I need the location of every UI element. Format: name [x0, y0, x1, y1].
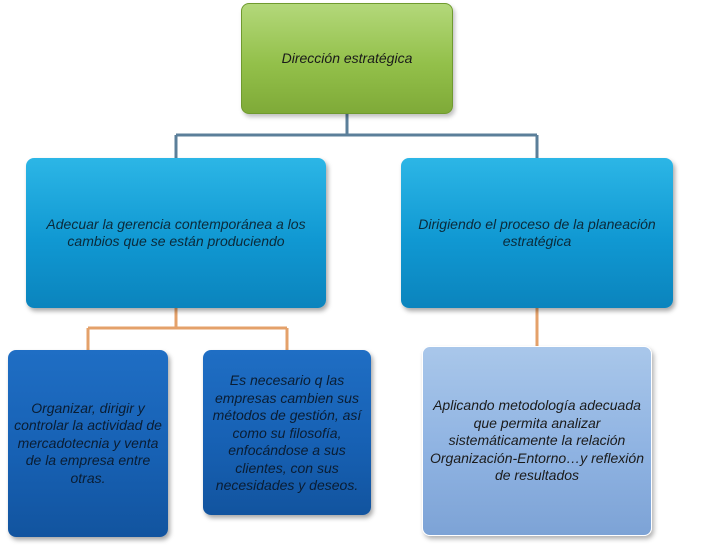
- level2-left-b-label: Es necesario q las empresas cambien sus …: [212, 372, 362, 494]
- level2-left-a-node: Organizar, dirigir y controlar la activi…: [8, 350, 168, 537]
- root-node: Dirección estratégica: [241, 3, 453, 114]
- level2-left-a-label: Organizar, dirigir y controlar la activi…: [14, 399, 162, 486]
- level2-right-a-node: Aplicando metodología adecuada que permi…: [422, 346, 652, 536]
- level1-right-node: Dirigiendo el proceso de la planeación e…: [401, 158, 673, 308]
- level1-left-node: Adecuar la gerencia contemporánea a los …: [26, 158, 326, 308]
- level1-right-label: Dirigiendo el proceso de la planeación e…: [418, 215, 656, 250]
- level1-left-label: Adecuar la gerencia contemporánea a los …: [46, 215, 306, 250]
- level2-left-b-node: Es necesario q las empresas cambien sus …: [203, 350, 371, 515]
- root-label: Dirección estratégica: [281, 49, 413, 66]
- level2-right-a-label: Aplicando metodología adecuada que permi…: [430, 397, 644, 484]
- root-connectors: [174, 114, 539, 158]
- left-connectors: [86, 308, 289, 350]
